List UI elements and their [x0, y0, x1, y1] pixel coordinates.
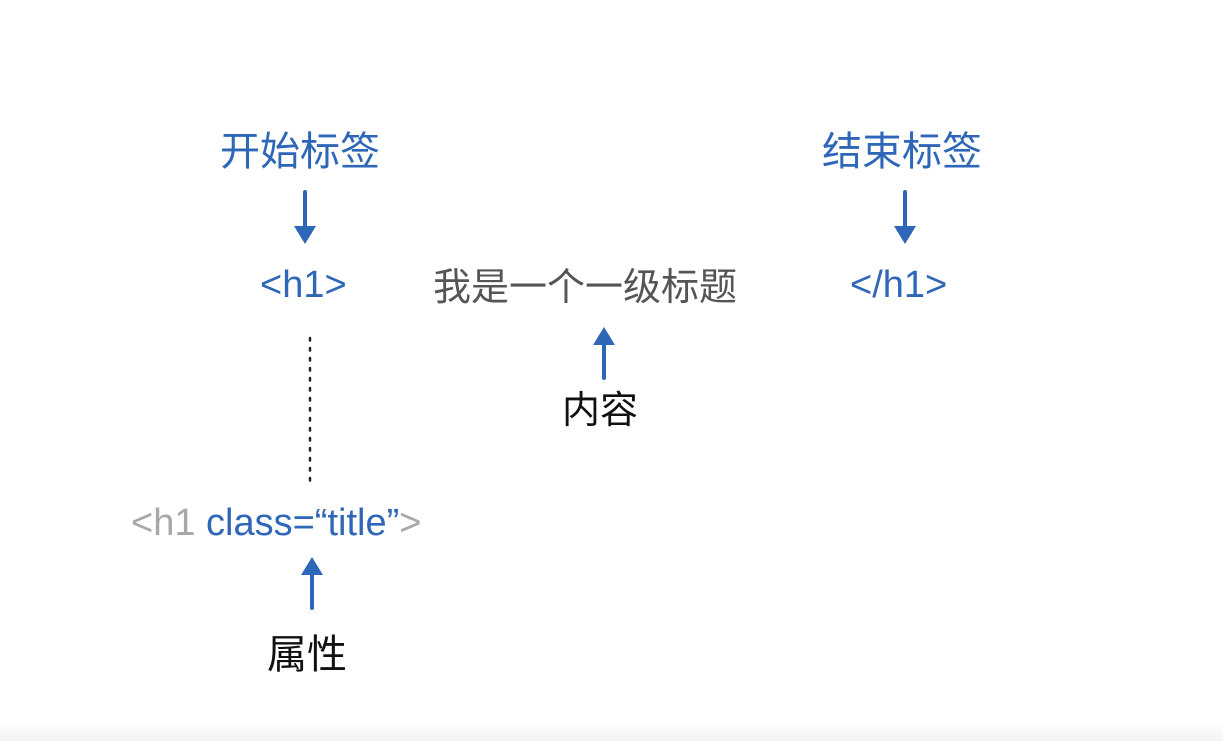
attribute-label: 属性 — [267, 632, 347, 678]
open-tag-label: 开始标签 — [220, 129, 380, 175]
down-arrow-icon — [294, 190, 316, 244]
up-arrow-icon — [593, 327, 615, 380]
up-arrow-icon — [301, 557, 323, 610]
attribute-class-text: class=“title” — [206, 502, 400, 544]
attribute-tag-suffix: > — [399, 502, 422, 544]
attribute-tag-prefix: <h1 — [131, 502, 207, 544]
content-label: 内容 — [562, 388, 639, 432]
close-tag-label: 结束标签 — [822, 129, 982, 175]
down-arrow-icon — [894, 190, 916, 244]
close-tag-code: </h1> — [850, 264, 948, 306]
content-text: 我是一个一级标题 — [433, 265, 738, 309]
attribute-example-line: <h1 class=“title”> — [131, 504, 421, 542]
bottom-shade — [0, 722, 1223, 741]
open-tag-code: <h1> — [260, 264, 347, 306]
